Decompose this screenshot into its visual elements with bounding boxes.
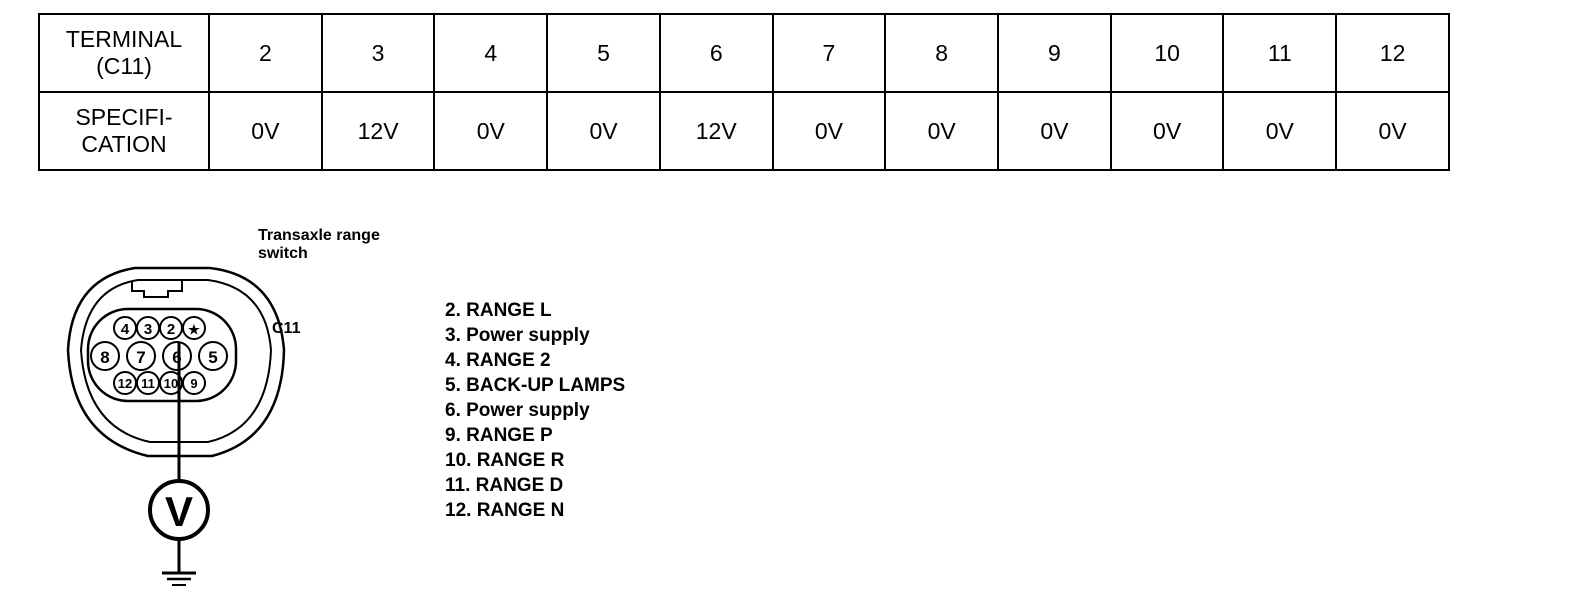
pin-10-label: 10 bbox=[164, 376, 178, 391]
pin-10: 10 bbox=[159, 371, 183, 395]
terminal-cell: 4 bbox=[433, 13, 549, 93]
voltmeter-icon: V bbox=[148, 479, 210, 541]
terminal-header-line2: (C11) bbox=[96, 53, 152, 79]
legend-item: 3. Power supply bbox=[445, 325, 590, 346]
legend-item: 12. RANGE N bbox=[445, 500, 565, 521]
legend-item: 2. RANGE L bbox=[445, 300, 552, 321]
pin-4: 4 bbox=[113, 316, 137, 340]
legend-item: 10. RANGE R bbox=[445, 450, 565, 471]
specification-cell: 0V bbox=[433, 91, 549, 171]
terminal-cell: 7 bbox=[771, 13, 887, 93]
terminal-spec-table: TERMINAL (C11) 2 3 4 5 6 7 8 9 10 11 12 … bbox=[38, 13, 1450, 171]
pin-12-label: 12 bbox=[118, 376, 132, 391]
legend-item: 4. RANGE 2 bbox=[445, 350, 551, 371]
pin-7: 7 bbox=[126, 341, 156, 371]
connector-diagram: 4 3 2 ★ 8 7 6 5 12 11 10 9 bbox=[66, 266, 286, 586]
legend-item: 6. Power supply bbox=[445, 400, 590, 421]
specification-cell: 0V bbox=[771, 91, 887, 171]
legend-item: 11. RANGE D bbox=[445, 475, 564, 496]
pin-2: 2 bbox=[159, 316, 183, 340]
ground-icon bbox=[162, 571, 196, 586]
voltmeter-symbol: V bbox=[165, 488, 193, 535]
legend-item: 5. BACK-UP LAMPS bbox=[445, 375, 626, 396]
pin-cavity bbox=[86, 307, 238, 403]
terminal-legend: 2. RANGE L 3. Power supply 4. RANGE 2 5.… bbox=[445, 298, 625, 523]
specification-cell: 0V bbox=[1109, 91, 1225, 171]
pin-unused: ★ bbox=[182, 316, 206, 340]
terminal-cell: 3 bbox=[320, 13, 436, 93]
specification-cell: 12V bbox=[320, 91, 436, 171]
pin-3-label: 3 bbox=[144, 321, 152, 338]
specification-header-line1: SPECIFI- bbox=[75, 104, 173, 130]
terminal-cell: 12 bbox=[1335, 13, 1450, 93]
pin-12: 12 bbox=[113, 371, 137, 395]
terminal-header-line1: TERMINAL bbox=[65, 26, 183, 52]
specification-cell: 0V bbox=[884, 91, 1000, 171]
pin-5: 5 bbox=[198, 341, 228, 371]
pin-2-label: 2 bbox=[167, 321, 175, 338]
specification-header-line2: CATION bbox=[81, 131, 167, 157]
connector-housing-outline bbox=[66, 266, 286, 458]
specification-cell: 12V bbox=[658, 91, 774, 171]
pin-9-label: 9 bbox=[190, 376, 197, 391]
connector-latch bbox=[131, 281, 183, 298]
specification-cell: 0V bbox=[1335, 91, 1450, 171]
terminal-cell: 8 bbox=[884, 13, 1000, 93]
pin-5-label: 5 bbox=[208, 348, 217, 367]
specification-cell: 0V bbox=[208, 91, 323, 171]
pin-11: 11 bbox=[136, 371, 160, 395]
terminal-header-cell: TERMINAL (C11) bbox=[38, 13, 210, 93]
specification-row: SPECIFI- CATION 0V 12V 0V 0V 12V 0V 0V 0… bbox=[38, 91, 1450, 171]
terminal-row: TERMINAL (C11) 2 3 4 5 6 7 8 9 10 11 12 bbox=[38, 13, 1450, 93]
star-icon: ★ bbox=[188, 322, 200, 337]
specification-cell: 0V bbox=[546, 91, 661, 171]
terminal-cell: 2 bbox=[208, 13, 323, 93]
connector-housing-inner bbox=[79, 279, 273, 443]
specification-header-cell: SPECIFI- CATION bbox=[38, 91, 210, 171]
pin-4-label: 4 bbox=[121, 321, 130, 338]
specification-cell: 0V bbox=[1222, 91, 1338, 171]
terminal-cell: 11 bbox=[1222, 13, 1338, 93]
pin-11-label: 11 bbox=[141, 376, 155, 391]
pin-9: 9 bbox=[182, 371, 206, 395]
pin-7-label: 7 bbox=[136, 348, 145, 367]
pin-6-label: 6 bbox=[172, 348, 181, 367]
terminal-cell: 5 bbox=[546, 13, 661, 93]
pin-3: 3 bbox=[136, 316, 160, 340]
pin-8: 8 bbox=[90, 341, 120, 371]
terminal-cell: 6 bbox=[658, 13, 774, 93]
specification-cell: 0V bbox=[997, 91, 1112, 171]
diagram-caption: Transaxle range switch bbox=[258, 227, 380, 262]
legend-item: 9. RANGE P bbox=[445, 425, 553, 446]
pin-8-label: 8 bbox=[100, 348, 109, 367]
terminal-cell: 9 bbox=[997, 13, 1112, 93]
pin-6: 6 bbox=[162, 341, 192, 371]
terminal-cell: 10 bbox=[1109, 13, 1225, 93]
